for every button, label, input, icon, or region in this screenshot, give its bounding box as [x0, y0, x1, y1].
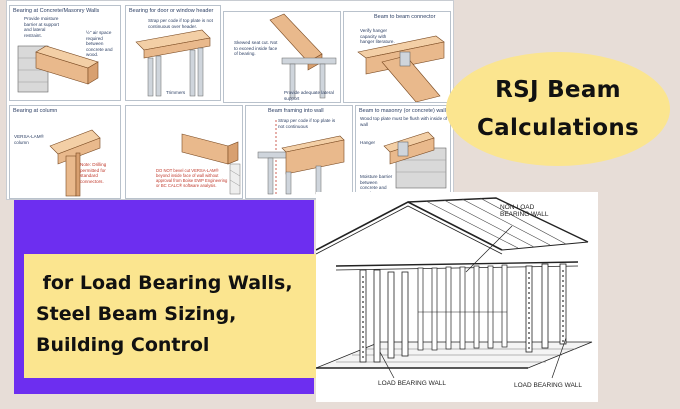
- bevel-cut-illustration: [181, 133, 241, 195]
- masonry-bearing-illustration: [17, 45, 99, 93]
- column-bearing-illustration: [49, 129, 101, 197]
- subtitle-line-2: Steel Beam Sizing,: [36, 303, 237, 325]
- door-header-illustration: [135, 29, 211, 97]
- beam-framing-illustration: [257, 120, 345, 195]
- detail-note: Provide moisture barrier at support and …: [24, 16, 59, 38]
- detail-caption: Bearing at Concrete/Masonry Walls: [13, 8, 100, 14]
- detail-bevel-cut: DO NOT bevel cut VERSA-LAM® beyond insid…: [125, 105, 243, 199]
- load-bearing-label-right: LOAD BEARING WALL: [514, 382, 583, 389]
- detail-note: Hanger: [360, 140, 376, 145]
- house-framing-drawing: NON-LOAD BEARING WALL LOAD BEARING WALL …: [316, 192, 598, 402]
- detail-caption: Bearing at column: [13, 108, 58, 114]
- detail-note: Wood top plate must be flush with inside…: [360, 116, 448, 127]
- detail-door-header: Bearing for door or window header Strap …: [125, 5, 221, 101]
- non-load-bearing-label: NON-LOAD BEARING WALL: [500, 204, 549, 219]
- beam-connector-illustration: [357, 35, 445, 102]
- detail-note: Provide adequate lateral support: [284, 90, 334, 101]
- detail-masonry-wall: Beam to masonry (or concrete) wall Wood …: [355, 105, 451, 199]
- detail-caption: Beam to masonry (or concrete) wall: [359, 108, 446, 114]
- title-line-1: RSJ Beam: [495, 77, 621, 103]
- masonry-wall-illustration: [383, 131, 447, 189]
- detail-note: Verify hanger capacity with hanger liter…: [360, 28, 395, 44]
- beam-details-sheet: Bearing at Concrete/Masonry Walls Provid…: [6, 0, 454, 200]
- detail-note: Skewed seat cut. Not to exceed inside fa…: [234, 40, 278, 56]
- detail-beam-connector: Beam to beam connector Verify hanger cap…: [343, 11, 451, 103]
- detail-note: VERSA-LAM® column: [14, 134, 44, 145]
- framing-illustration: [316, 197, 593, 379]
- load-bearing-label-left: LOAD BEARING WALL: [378, 380, 447, 387]
- title-line-2: Calculations: [476, 115, 640, 141]
- detail-note: Note: Drilling permitted for standard co…: [80, 162, 107, 184]
- subtitle-line-1: for Load Bearing Walls,: [36, 272, 293, 294]
- title-badge: RSJ Beam Calculations: [446, 52, 670, 166]
- detail-note: ½" air space required between concrete a…: [86, 30, 113, 57]
- detail-column-bearing: Bearing at column VERSA-LAM® column Note…: [9, 105, 121, 199]
- sloped-seat-illustration: [269, 13, 337, 99]
- detail-caption: Beam framing into wall: [268, 108, 324, 114]
- subtitle-line-3: Building Control: [36, 334, 210, 356]
- detail-note: Strap per code if top plate is not conti…: [278, 118, 336, 129]
- detail-note: DO NOT bevel cut VERSA-LAM® beyond insid…: [156, 168, 228, 189]
- detail-note: Trimmers: [166, 90, 186, 95]
- detail-caption: Beam to beam connector: [374, 14, 436, 20]
- detail-beam-framing: Beam framing into wall Strap per code if…: [245, 105, 353, 199]
- detail-note: Strap per code if top plate is not conti…: [148, 18, 213, 29]
- detail-masonry-bearing: Bearing at Concrete/Masonry Walls Provid…: [9, 5, 121, 101]
- subtitle-box: for Load Bearing Walls, Steel Beam Sizin…: [24, 254, 332, 378]
- detail-sloped-seat: Skewed seat cut. Not to exceed inside fa…: [223, 11, 341, 103]
- detail-caption: Bearing for door or window header: [129, 8, 214, 14]
